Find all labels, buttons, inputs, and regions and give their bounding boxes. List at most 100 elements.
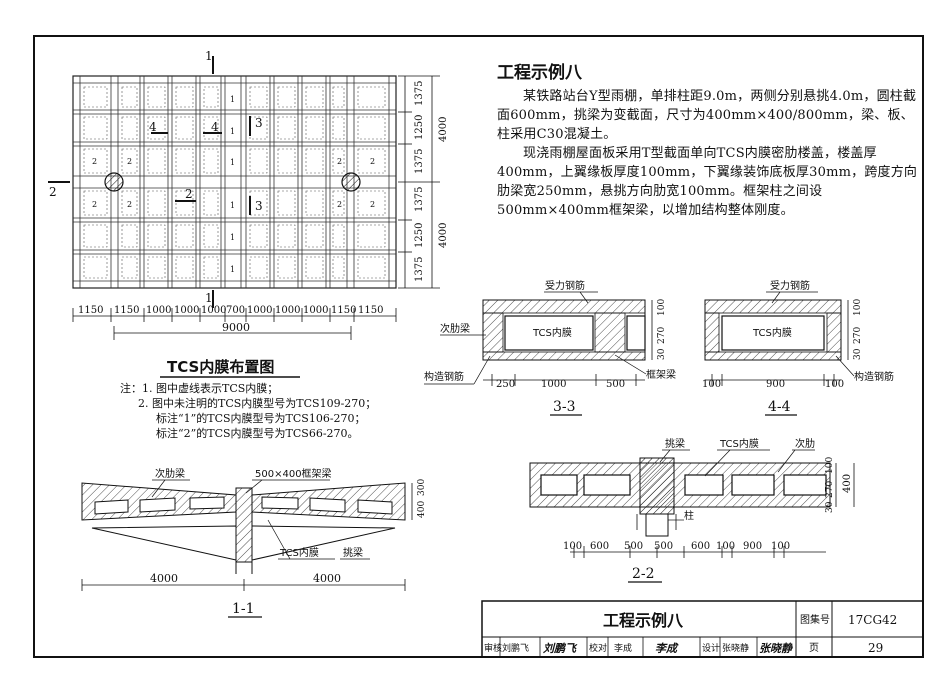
dim-2-2: 500 [624, 541, 643, 552]
section-mark-3-bottom: 3 [255, 199, 263, 213]
notes-block: 注：1. 图中虚线表示TCS内膜； 2. 图中未注明的TCS内膜型号为TCS10… [120, 381, 376, 441]
section-mark-2-left: 2 [49, 185, 57, 199]
cell-label: 1 [230, 127, 235, 136]
dim-bottom: 1000 [201, 305, 226, 316]
dim-4-4-right: 30 [853, 348, 863, 360]
cell-label: 1 [230, 201, 235, 210]
sheet-border [33, 35, 924, 658]
review-label: 审核 [484, 642, 502, 654]
cell-label: 1 [230, 265, 235, 274]
section-mark-4-right: 4 [211, 120, 219, 134]
cell-label: 2 [92, 200, 97, 209]
dim-2-2: 600 [691, 541, 710, 552]
rebar-label-4-4: 受力钢筋 [770, 279, 810, 292]
dim-2-2-right: 100 [825, 457, 835, 474]
description-paragraph-2: 现浇雨棚屋面板采用T型截面单向TCS内膜密肋楼盖，楼盖厚400mm，上翼缘板厚度… [497, 146, 918, 218]
dim-1-1: 4000 [313, 572, 341, 585]
atlas-label: 图集号 [800, 613, 830, 626]
membrane-label-1-1: TCS内膜 [279, 546, 319, 559]
dim-bottom: 1000 [247, 305, 272, 316]
note-line: 2. 图中未注明的TCS内膜型号为TCS109-270； [138, 397, 377, 410]
cell-label: 2 [337, 157, 342, 166]
dim-bottom: 1000 [275, 305, 300, 316]
membrane-label-3-3: TCS内膜 [532, 326, 572, 339]
dim-2-2-right: 270 [825, 481, 835, 498]
dim-2-2-right: 30 [825, 501, 835, 513]
frame-beam-label-1-1: 500×400框架梁 [255, 467, 332, 480]
description-block: 工程示例八 某铁路站台Y型雨棚，单排柱距9.0m，两侧分别悬挑4.0m，圆柱截面… [497, 64, 925, 220]
dim-4-4: 900 [766, 379, 785, 390]
cell-label: 1 [230, 233, 235, 242]
section-mark-2-inner: 2 [185, 187, 193, 201]
dim-2-2-total: 400 [842, 474, 853, 493]
dim-1-1-right: 400 [417, 501, 427, 518]
check-label: 校对 [589, 642, 607, 654]
dim-bottom-total: 9000 [222, 321, 250, 334]
section-mark-3-top: 3 [255, 116, 263, 130]
section-2-2: 挑梁 TCS内膜 次肋 柱 100 600 500 500 600 100 90… [529, 437, 855, 583]
cantilever-beam-label-2-2: 挑梁 [665, 437, 685, 450]
dim-4-4-right: 100 [853, 299, 863, 316]
dim-right: 1375 [414, 81, 425, 106]
design-label: 设计 [702, 642, 720, 654]
frame-beam-label-3-3: 框架梁 [646, 368, 676, 381]
dim-right: 1375 [414, 257, 425, 282]
note-line: 注：1. 图中虚线表示TCS内膜； [120, 382, 279, 395]
example-title: 工程示例八 [497, 63, 582, 83]
dim-2-2: 100 [771, 541, 790, 552]
cell-label: 2 [127, 200, 132, 209]
secondary-beam-label-1-1: 次肋梁 [155, 467, 185, 480]
dim-bottom: 1150 [78, 305, 103, 316]
column-left [104, 172, 124, 192]
dim-3-3-right: 30 [657, 348, 667, 360]
dim-1-1: 4000 [150, 572, 178, 585]
dim-4-4: 100 [825, 379, 844, 390]
structural-rebar-label-3-3: 构造钢筋 [424, 370, 464, 383]
description-paragraph-1: 某铁路站台Y型雨棚，单排柱距9.0m，两侧分别悬挑4.0m，圆柱截面600mm，… [497, 89, 917, 142]
membrane-label-4-4: TCS内膜 [752, 326, 792, 339]
section-title-2-2: 2-2 [632, 566, 655, 582]
cell-label: 1 [230, 158, 235, 167]
dim-bottom: 700 [226, 305, 245, 316]
dim-4-4: 100 [702, 379, 721, 390]
note-line: 标注“1”的TCS内膜型号为TCS106-270； [156, 412, 366, 425]
section-4-4: TCS内膜 受力钢筋 构造钢筋 100 900 100 100 270 30 4… [702, 279, 894, 416]
title-block: 工程示例八 图集号 17CG42 页 29 审核 刘鹏飞 刘鹏飞 校对 李成 李… [481, 600, 924, 658]
title-block-title: 工程示例八 [603, 611, 684, 630]
design-signature: 张晓静 [759, 642, 794, 655]
dim-bottom: 1150 [114, 305, 139, 316]
dim-3-3: 500 [606, 379, 625, 390]
dim-3-3-right: 100 [657, 299, 667, 316]
cell-label: 2 [127, 157, 132, 166]
cell-label: 2 [370, 157, 375, 166]
rebar-label-3-3: 受力钢筋 [545, 279, 585, 292]
section-1-1: 次肋梁 500×400框架梁 TCS内膜 挑梁 4000 4000 400 30… [81, 467, 427, 618]
section-title-3-3: 3-3 [553, 399, 576, 415]
dim-right: 1250 [414, 223, 425, 248]
section-3-3: TCS内膜 受力钢筋 次肋梁 构造钢筋 框架梁 250 1000 500 100… [424, 279, 676, 416]
cantilever-beam-label-1-1: 挑梁 [343, 546, 363, 559]
dim-3-3: 250 [496, 379, 515, 390]
column-label-2-2: 柱 [684, 509, 694, 522]
cell-label: 2 [92, 157, 97, 166]
dim-2-2: 100 [716, 541, 735, 552]
dim-right-total: 4000 [438, 223, 449, 248]
dim-bottom: 1000 [146, 305, 171, 316]
note-line: 标注“2”的TCS内膜型号为TCS66-270。 [156, 427, 359, 440]
atlas-number: 17CG42 [848, 613, 897, 627]
review-name: 刘鹏飞 [502, 642, 529, 654]
check-signature: 李成 [655, 642, 679, 655]
dim-bottom: 1150 [331, 305, 356, 316]
dim-1-1-right: 300 [417, 479, 427, 496]
dim-right: 1375 [414, 187, 425, 212]
secondary-beam-label-3-3: 次肋梁 [440, 322, 470, 335]
page-number: 29 [868, 641, 883, 655]
column-right [341, 172, 361, 192]
dim-right: 1250 [414, 115, 425, 140]
section-title-1-1: 1-1 [232, 601, 255, 617]
dim-2-2: 900 [743, 541, 762, 552]
cell-label: 1 [230, 95, 235, 104]
review-signature: 刘鹏飞 [543, 642, 578, 655]
